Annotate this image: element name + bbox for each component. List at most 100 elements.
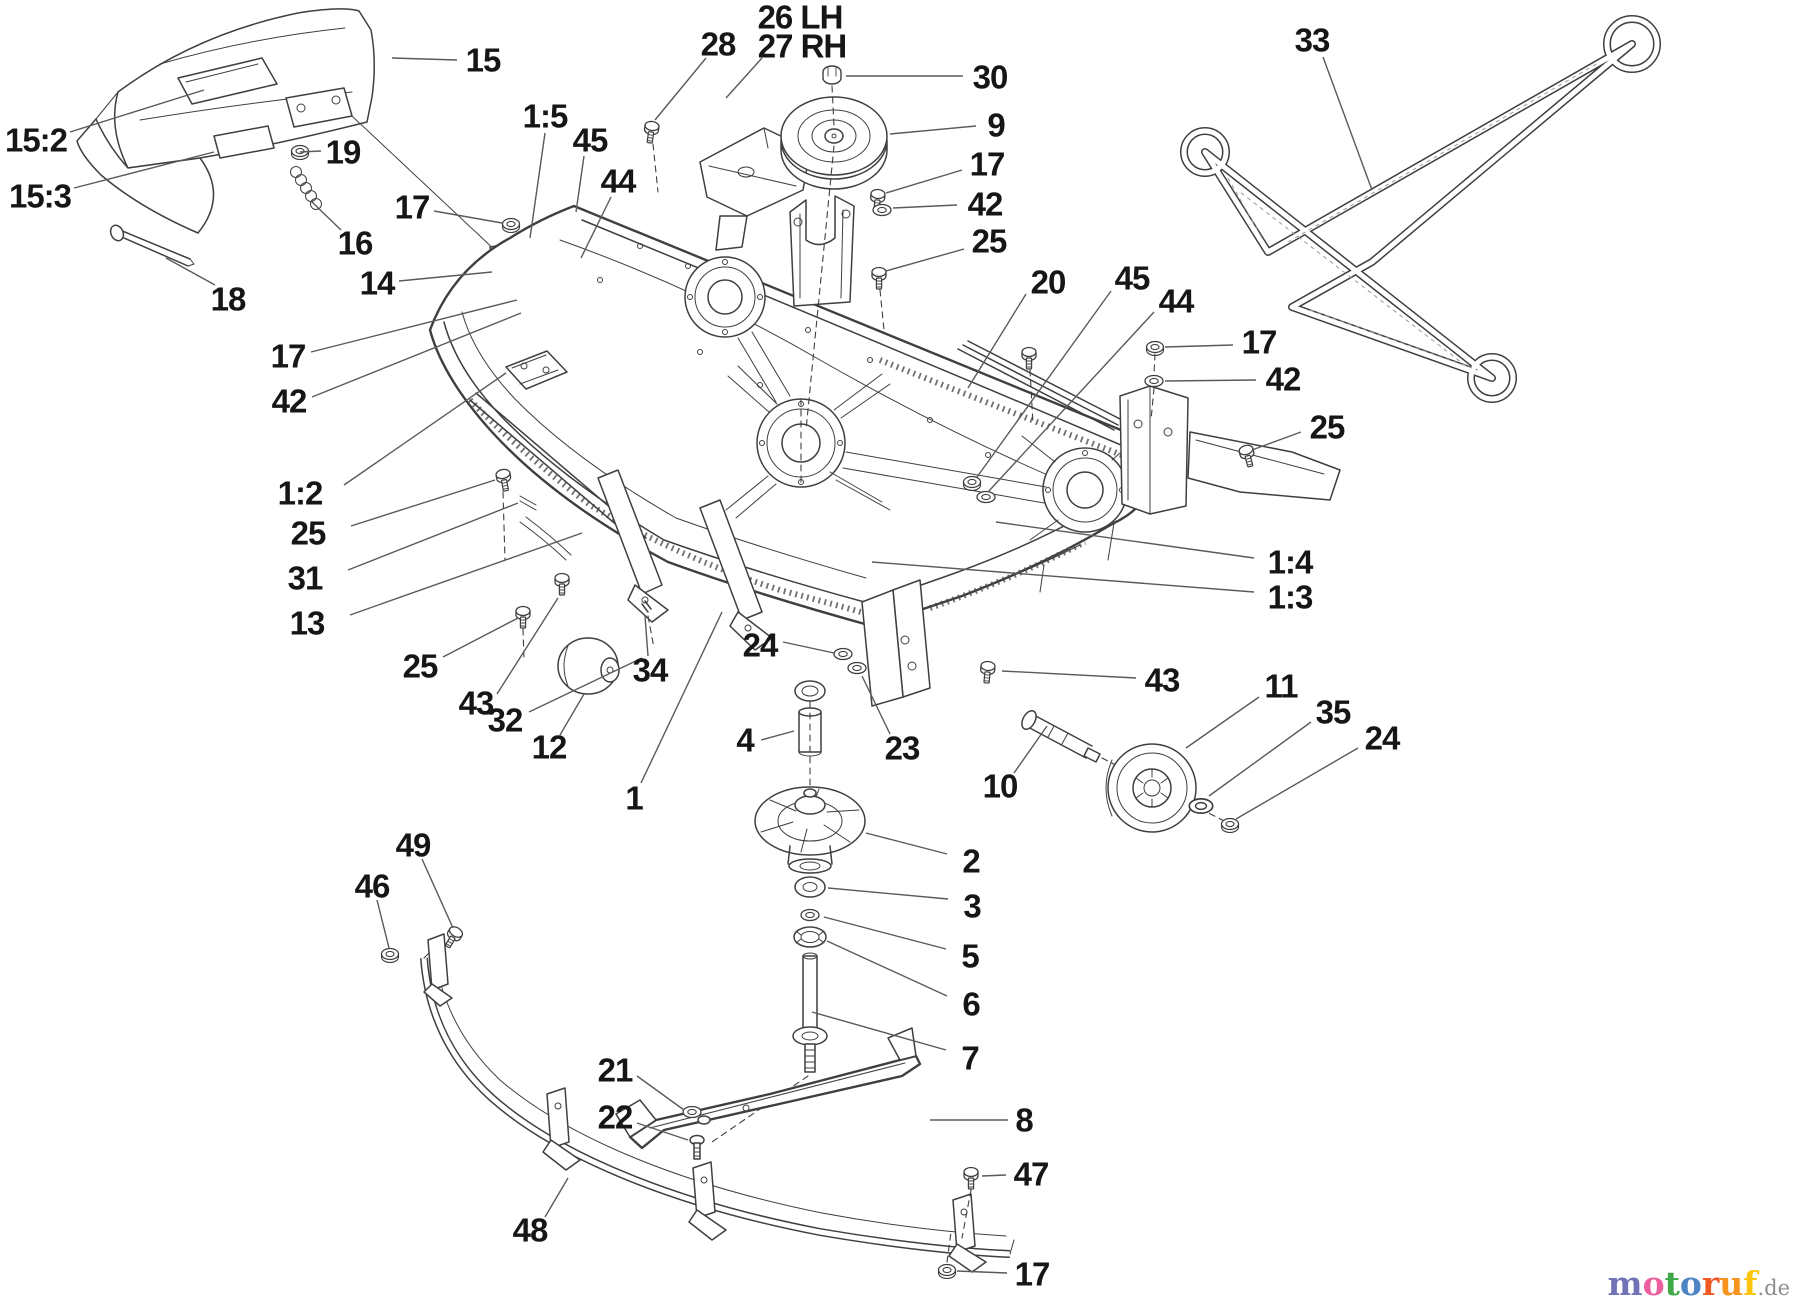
watermark-letter-t: t [1664, 1264, 1680, 1302]
callout-43-35: 43 [459, 685, 494, 722]
leader-line-11 [1185, 696, 1260, 749]
callout-48-57: 48 [513, 1212, 548, 1249]
callout-12-37: 12 [532, 729, 567, 766]
pin-34 [641, 600, 655, 649]
leader-line-6 [826, 940, 948, 997]
callout-9-15: 9 [987, 107, 1005, 144]
callout-17-22: 17 [1242, 324, 1277, 361]
pulley-fasteners [868, 188, 892, 331]
callout-15-3-2: 15:3 [9, 178, 72, 215]
callout-14-5: 14 [360, 265, 396, 302]
leader-line-42 [892, 204, 958, 209]
watermark-letter-u: u [1719, 1264, 1744, 1302]
leader-line-35 [1208, 721, 1312, 797]
leader-line-5 [823, 916, 947, 950]
leader-line-24 [1235, 747, 1359, 820]
callout-1-4-26: 1:4 [1268, 544, 1314, 581]
deflector-chute-15 [76, 8, 498, 267]
callout-7-47: 7 [961, 1040, 978, 1077]
callout-45-20: 45 [1115, 260, 1150, 297]
leader-line-23 [861, 675, 891, 735]
callout-6-46: 6 [962, 986, 980, 1023]
leader-line-19 [299, 150, 322, 153]
callout-44-21: 44 [1159, 283, 1195, 320]
leader-line-18 [165, 257, 216, 286]
callout-1-5-8: 1:5 [523, 98, 568, 135]
watermark-letter-f: f [1743, 1264, 1758, 1302]
callout-17-60: 17 [1015, 1256, 1050, 1293]
callout-15-2-1: 15:2 [5, 122, 68, 159]
leader-line-17 [885, 169, 963, 194]
belt-33 [1180, 15, 1661, 403]
callout-49-53: 49 [396, 827, 431, 864]
spindle-stack [711, 680, 866, 1143]
leader-line-17 [433, 210, 503, 224]
front-skirt-assembly [469, 392, 773, 695]
callout-23-40: 23 [885, 730, 920, 767]
leader-line-42 [1164, 379, 1257, 382]
callout-8-58: 8 [1015, 1102, 1033, 1139]
leader-line-25 [442, 617, 519, 658]
pulley-9 [780, 96, 888, 190]
callout-45-9: 45 [573, 122, 608, 159]
leader-line-1-5 [529, 132, 546, 239]
leader-line-28 [654, 57, 707, 121]
leader-line-44 [580, 196, 612, 259]
latch-plate [505, 350, 568, 390]
spindle-pulley-2 [754, 786, 866, 874]
roller-12 [557, 637, 620, 695]
leader-line-17 [310, 299, 518, 353]
callout-21-55: 21 [598, 1052, 633, 1089]
leader-line-45 [575, 155, 585, 213]
leader-line-43 [496, 597, 559, 695]
rod-18 [109, 224, 195, 267]
leader-line-15-2 [69, 89, 205, 133]
watermark-suffix: .de [1757, 1276, 1790, 1300]
spring-16 [290, 166, 322, 210]
leader-line-20 [967, 293, 1027, 389]
leader-line-10 [1013, 725, 1048, 774]
screw-28 [642, 119, 661, 193]
watermark-letter-r: r [1701, 1264, 1720, 1302]
blade-8 [615, 1027, 922, 1160]
callout-3-44: 3 [963, 888, 981, 925]
callout-1-2-30: 1:2 [278, 475, 323, 512]
callout-1-3-27: 1:3 [1268, 579, 1313, 616]
leader-line-21 [636, 1075, 685, 1111]
leader-line-49 [421, 858, 454, 929]
leader-line-45 [976, 290, 1112, 478]
callout-25-24: 25 [1310, 409, 1345, 446]
watermark-letter-o: o [1679, 1264, 1702, 1302]
callout-11-50: 11 [1265, 668, 1299, 705]
watermark-logo: motoruf.de [1608, 1267, 1790, 1300]
callout-18-6: 18 [211, 281, 246, 318]
wheel-11 [1105, 743, 1197, 833]
leader-line-3 [827, 887, 949, 900]
callout-26-lh-12: 26 LH [758, 0, 843, 36]
watermark-letters: motoruf [1608, 1264, 1758, 1302]
callout-44-10: 44 [601, 163, 637, 200]
leader-line-33 [1322, 56, 1373, 191]
callout-33-25: 33 [1295, 22, 1330, 59]
leader-line-25 [885, 248, 965, 272]
leader-line-7 [811, 1011, 947, 1051]
leader-line-31 [347, 502, 519, 571]
callout-25-34: 25 [403, 648, 438, 685]
leader-line-9 [889, 125, 977, 135]
callout-43-49: 43 [1145, 662, 1180, 699]
callout-25-18: 25 [972, 223, 1007, 260]
bolt-30 [805, 65, 842, 431]
leader-line-44 [987, 311, 1155, 493]
watermark-letter-o: o [1642, 1264, 1665, 1302]
callout-31-32: 31 [288, 560, 323, 597]
callout-24-52: 24 [1365, 720, 1401, 757]
callout-1-42: 1 [625, 780, 643, 817]
leader-line-1-2 [343, 372, 507, 486]
leader-line-1-4 [995, 521, 1255, 559]
callout-13-33: 13 [290, 605, 325, 642]
callout-30-14: 30 [973, 59, 1008, 96]
callout-34-38: 34 [633, 652, 669, 689]
spindle-support-bracket [789, 195, 855, 307]
leader-line-46 [376, 899, 390, 949]
